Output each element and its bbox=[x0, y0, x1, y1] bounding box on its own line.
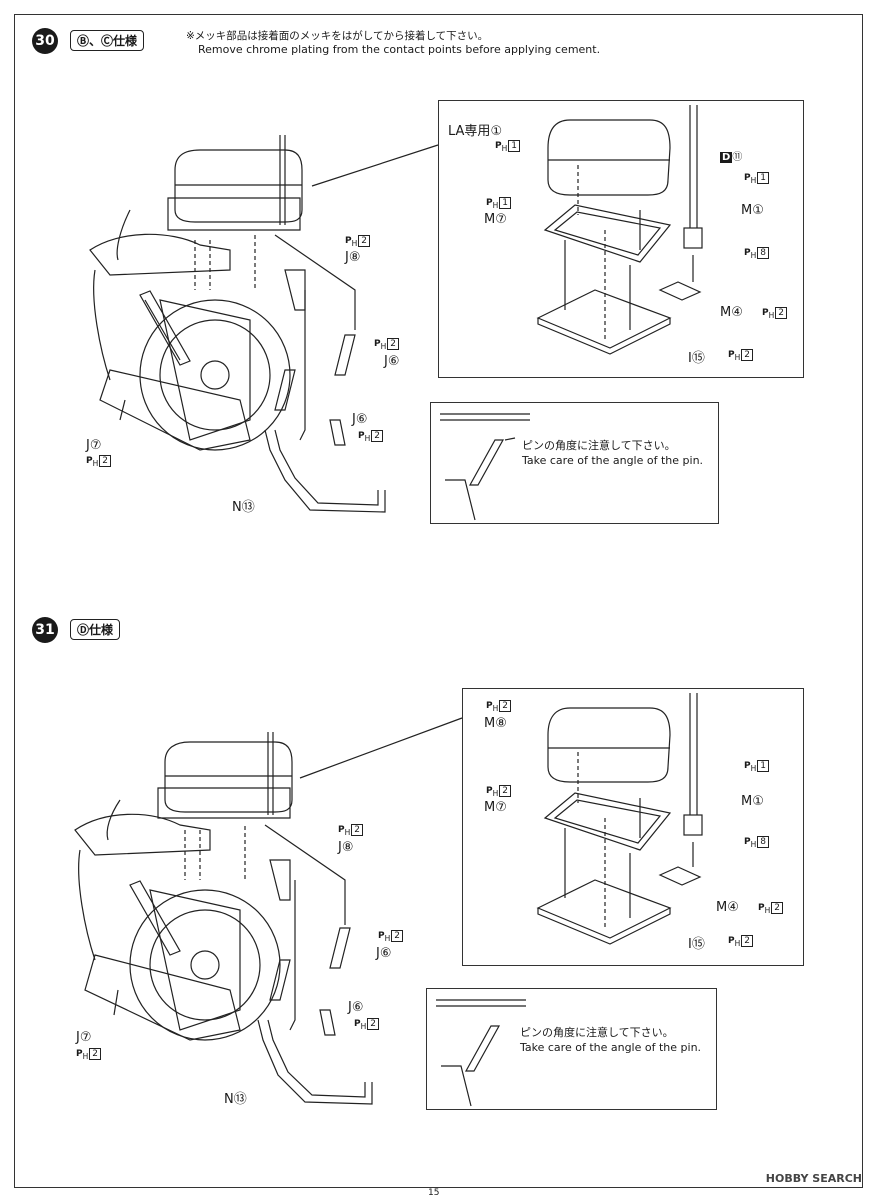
label31-j7: J⑦ bbox=[76, 1030, 92, 1045]
watermark-logo: HOBBY SEARCH bbox=[765, 1172, 862, 1185]
label-i15: I⑮ bbox=[688, 351, 705, 366]
step-31-pin-box bbox=[426, 988, 717, 1110]
step-30-pin-box bbox=[430, 402, 719, 524]
label-m4: M④ bbox=[720, 305, 743, 320]
label-n13: N⑬ bbox=[232, 500, 255, 515]
label-j8: J⑧ bbox=[345, 250, 361, 265]
label-j6-upper: J⑥ bbox=[384, 354, 400, 369]
label31-m7: M⑦ bbox=[484, 800, 507, 815]
label31-j8: J⑧ bbox=[338, 840, 354, 855]
pin31-note-en: Take care of the angle of the pin. bbox=[520, 1041, 702, 1054]
step-30-note-en: Remove chrome plating from the contact p… bbox=[198, 43, 601, 56]
label31-j6-lower: J⑥ bbox=[348, 1000, 364, 1015]
step-30-detail-box bbox=[438, 100, 804, 378]
label31-m8: M⑧ bbox=[484, 716, 507, 731]
pin31-note-ja: ピンの角度に注意して下さい。 bbox=[520, 1026, 674, 1039]
label31-j6-upper: J⑥ bbox=[376, 946, 392, 961]
step-30-note-ja: ※メッキ部品は接着面のメッキをはがしてから接着して下さい。 bbox=[186, 30, 489, 42]
label-m1: M① bbox=[741, 203, 764, 218]
step-31-variant: Ⓓ仕様 bbox=[70, 619, 121, 640]
label-j6-lower: J⑥ bbox=[352, 412, 368, 427]
label31-i15: I⑮ bbox=[688, 937, 705, 952]
step-31-number: 31 bbox=[32, 617, 58, 643]
step-30-number: 30 bbox=[32, 28, 58, 54]
label31-m4: M④ bbox=[716, 900, 739, 915]
label31-n13: N⑬ bbox=[224, 1092, 247, 1107]
step-30-variant: Ⓑ、Ⓒ仕様 bbox=[70, 30, 145, 51]
label-m7: M⑦ bbox=[484, 212, 507, 227]
label-la-only: LA専用① bbox=[448, 124, 503, 139]
page-number: 15 bbox=[428, 1188, 440, 1198]
label31-m1: M① bbox=[741, 794, 764, 809]
step-31-detail-box bbox=[462, 688, 804, 966]
label-j7: J⑦ bbox=[86, 438, 102, 453]
pin-note-en: Take care of the angle of the pin. bbox=[522, 454, 704, 467]
page-frame bbox=[14, 14, 863, 1188]
pin-note-ja: ピンの角度に注意して下さい。 bbox=[522, 439, 676, 452]
